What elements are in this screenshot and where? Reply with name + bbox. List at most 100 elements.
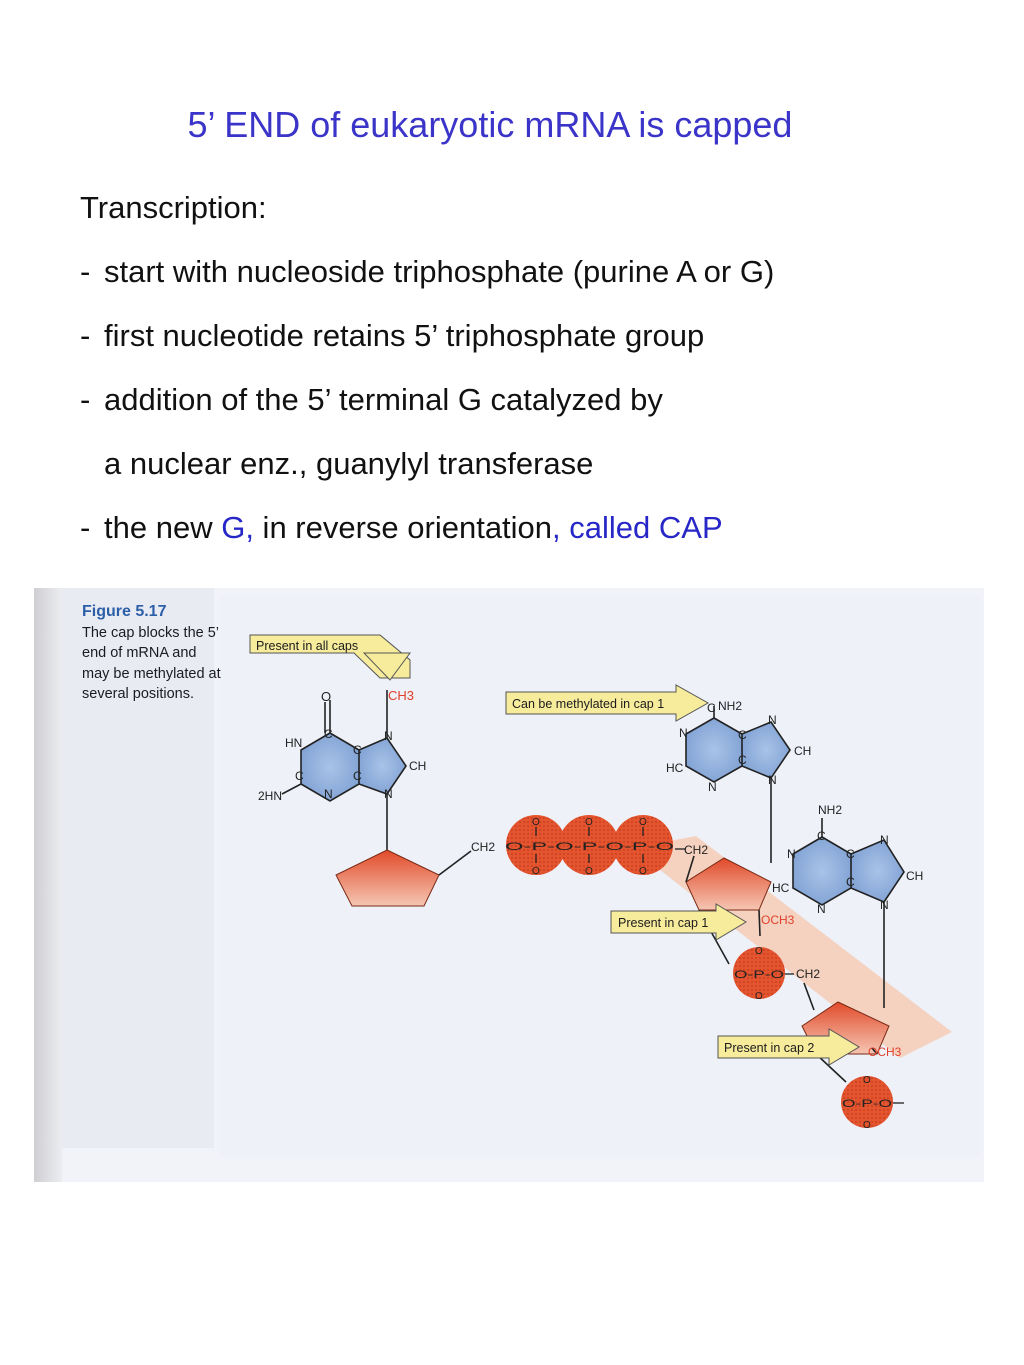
bullet-dash: -: [80, 510, 91, 545]
guanine-carbonyl-oxygen: O: [321, 689, 331, 704]
adenine2-c6: C: [817, 829, 826, 843]
adenine1-n1: N: [679, 726, 688, 740]
bullet-highlight-cap: , called CAP: [552, 510, 723, 545]
phosphate-oxygen-bottom: O: [863, 1120, 871, 1131]
cap-methyl-group: CH3: [388, 688, 414, 703]
figure-caption: Figure 5.17 The cap blocks the 5’ end of…: [82, 602, 222, 705]
adenine1-five-ring: [742, 722, 790, 778]
figure-label: Figure 5.17: [82, 603, 167, 620]
nucleotide1-methoxy: OCH3: [761, 913, 795, 927]
phosphate-oxygen-bottom: O: [639, 866, 647, 877]
callout-label: Can be methylated in cap 1: [512, 697, 664, 711]
adenine1-n7: N: [768, 713, 777, 727]
bullet-dash: -: [80, 318, 91, 353]
bullet-4: a nuclear enz., guanylyl transferase: [80, 446, 593, 482]
mrna-chain-band: [632, 836, 952, 1058]
callout-can-be-methylated-in-cap-1: Can be methylated in cap 1: [505, 684, 710, 722]
adenine2-c8: CH: [906, 869, 923, 883]
phosphate-oxygen-top: O: [639, 817, 647, 828]
nucleotide1-ch2: CH2: [684, 843, 708, 857]
bullet-1: -start with nucleoside triphosphate (pur…: [80, 254, 774, 290]
phosphate-oxygen-bottom: O: [755, 991, 763, 1002]
phosphate-oxygen-bottom: O: [532, 866, 540, 877]
bullet-dash: -: [80, 254, 91, 289]
adenine1-c4: C: [738, 753, 747, 767]
guanine-c6: C: [324, 727, 333, 741]
callout-present-in-cap-1: Present in cap 1: [610, 903, 747, 941]
adenine1-c2: HC: [666, 761, 684, 775]
adenine2-n7: N: [880, 833, 889, 847]
phosphodiester-1: O-P-O O O CH2: [733, 946, 820, 1011]
triphosphate-chain-label: O-P-O-P-O-P-O: [505, 841, 675, 853]
phosphate-oxygen-top: O: [585, 817, 593, 828]
adenine1-amino-group: NH2: [718, 699, 742, 713]
caption-column: [62, 588, 214, 1148]
adenine2-n1: N: [787, 847, 796, 861]
adenine-base-1: C NH2 N C C HC N N CH N: [666, 699, 811, 863]
guanine-n7: N: [384, 729, 393, 743]
adenine1-six-ring: [686, 718, 742, 782]
bullet-dash: -: [80, 382, 91, 417]
adenine2-five-ring: [851, 840, 904, 902]
adenine1-n3: N: [708, 780, 717, 794]
bullet-2: -first nucleotide retains 5’ triphosphat…: [80, 318, 704, 354]
adenine2-c5: C: [846, 847, 855, 861]
phosphate-oxygen-bottom: O: [585, 866, 593, 877]
bullet-text: first nucleotide retains 5’ triphosphate…: [104, 318, 705, 353]
adenine1-n9: N: [768, 773, 777, 787]
bullet-5: -the new G, in reverse orientation, call…: [80, 510, 723, 546]
guanine-n1: HN: [285, 736, 302, 750]
phosphate-oxygen-top: O: [755, 946, 763, 957]
guanine-six-ring: [301, 733, 359, 801]
bullet-text: in reverse orientation: [253, 510, 553, 545]
nucleotide2-ch2: CH2: [796, 967, 820, 981]
adenine2-n3: N: [817, 902, 826, 916]
guanine-c8: CH: [409, 759, 426, 773]
adenine1-c8: CH: [794, 744, 811, 758]
bullet-text: addition of the 5’ terminal G catalyzed …: [104, 382, 663, 417]
adenine2-c2: HC: [772, 881, 790, 895]
guanine-c4: C: [353, 769, 362, 783]
adenine2-amino-group: NH2: [818, 803, 842, 817]
phosphate-label: O-P-O: [842, 1098, 893, 1110]
phosphate-circle-5: [841, 1076, 893, 1128]
phosphate-label: O-P-O: [734, 969, 785, 981]
guanine-c5: C: [353, 743, 362, 757]
phosphate-circle-4: [733, 947, 785, 999]
phosphate-circle-1: [506, 815, 566, 875]
callout-label: Present in cap 2: [724, 1041, 814, 1055]
callout-present-in-all-caps: Present in all caps: [249, 634, 411, 681]
figure-caption-text: The cap blocks the 5’ end of mRNA and ma…: [82, 624, 221, 703]
callout-label: Present in cap 1: [618, 916, 708, 930]
phosphate-oxygen-top: O: [532, 817, 540, 828]
page-edge-shadow: [34, 588, 62, 1182]
cap-structure-diagram: O C HN C C C N 2HN N CH N CH3 CH2: [249, 634, 952, 1131]
adenine1-c6: C: [707, 701, 716, 715]
cap-ribose-ch2: CH2: [471, 840, 495, 854]
phosphate-oxygen-top: O: [863, 1075, 871, 1086]
triphosphate-bridge: O-P-O-P-O-P-O O O O O O O CH2: [505, 815, 708, 877]
guanine-n9: N: [384, 787, 393, 801]
guanine-cap-base: O C HN C C C N 2HN N CH N CH3: [258, 688, 426, 856]
intro-label: Transcription:: [80, 190, 267, 225]
guanine-amino-group: 2HN: [258, 789, 282, 803]
cap-ribose-ring: [335, 849, 440, 907]
nucleotide1-ribose-ring: [685, 857, 772, 911]
phosphate-circle-3: [613, 815, 673, 875]
callout-present-in-cap-2: Present in cap 2: [717, 1028, 860, 1066]
cap-ribose-sugar: CH2: [335, 840, 495, 907]
adenine-base-2: NH2 C N C C HC N N CH N: [772, 803, 923, 1008]
adenine1-c5: C: [738, 728, 747, 742]
guanine-n3: N: [324, 787, 333, 801]
guanine-five-ring: [359, 738, 406, 794]
bullet-text: a nuclear enz., guanylyl transferase: [104, 446, 594, 481]
nucleotide2-methoxy: OCH3: [868, 1045, 902, 1059]
figure-5-17: Figure 5.17 The cap blocks the 5’ end of…: [34, 588, 984, 1182]
phosphate-circle-2: [559, 815, 619, 875]
bullet-highlight-g: G,: [221, 510, 254, 545]
bullet-text: the new: [104, 510, 222, 545]
page-title: 5’ END of eukaryotic mRNA is capped: [187, 104, 793, 145]
guanine-c2: C: [295, 769, 304, 783]
callout-label: Present in all caps: [256, 639, 358, 653]
terminal-phosphate: O-P-O O O: [841, 1075, 904, 1131]
